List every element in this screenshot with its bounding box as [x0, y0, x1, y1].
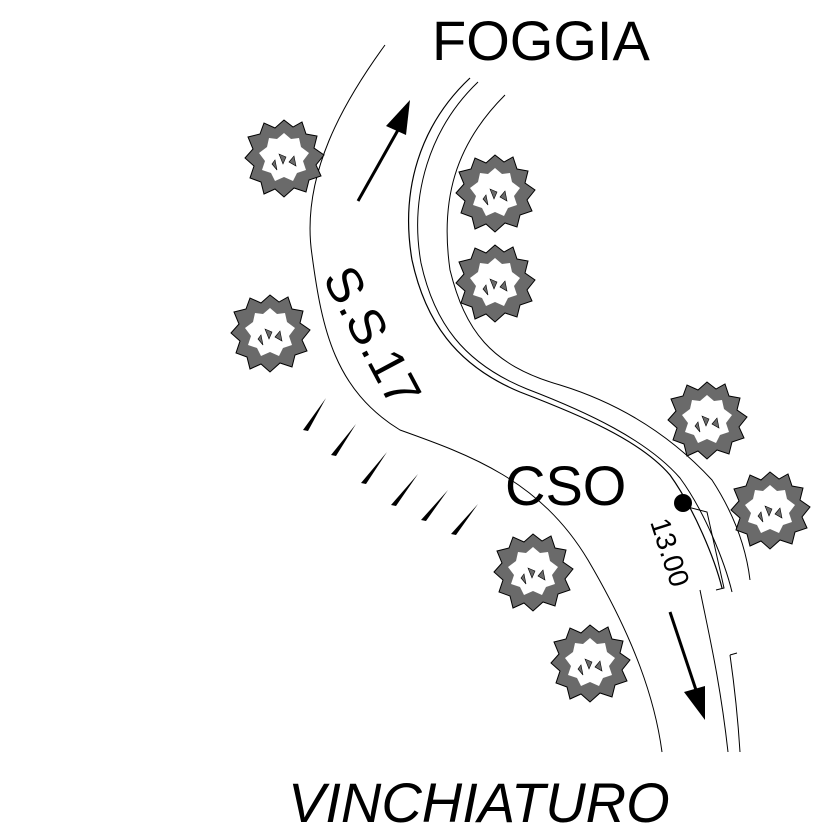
point-marker-icon — [674, 494, 692, 512]
road-name-label: S.S.17 — [312, 257, 432, 416]
tree-icon — [455, 154, 536, 233]
embankment-tick-icon — [391, 474, 418, 506]
road-segment-bracket-bottom — [729, 652, 738, 656]
embankment-tick-icon — [331, 424, 356, 456]
tree-icon — [455, 244, 536, 323]
road-edge-lower-right — [699, 589, 729, 753]
top-destination-label: FOGGIA — [432, 9, 650, 72]
bottom-destination-label: VINCHIATURO — [288, 771, 670, 827]
road-outer-edge-right — [446, 94, 751, 581]
road-edge-center-b — [417, 81, 733, 593]
point-label: CSO — [505, 454, 626, 517]
embankment-tick-icon — [451, 504, 478, 535]
direction-arrow-icon — [356, 100, 410, 202]
direction-arrows — [356, 100, 705, 720]
embankment-tick-icon — [361, 452, 387, 484]
tree-icon — [244, 119, 325, 198]
road-segment-bracket — [679, 504, 725, 591]
embankment-ticks — [303, 398, 478, 535]
distance-label: 13.00 — [644, 514, 695, 590]
tree-icon — [730, 471, 811, 550]
embankment-tick-icon — [303, 398, 326, 431]
direction-arrow-icon — [668, 611, 705, 720]
tree-icon — [493, 533, 574, 612]
tree-icon — [667, 381, 748, 460]
tree-icon — [550, 624, 631, 703]
embankment-tick-icon — [421, 490, 448, 521]
road-edge-lower-right-b — [729, 654, 741, 753]
tree-icon — [230, 294, 311, 373]
